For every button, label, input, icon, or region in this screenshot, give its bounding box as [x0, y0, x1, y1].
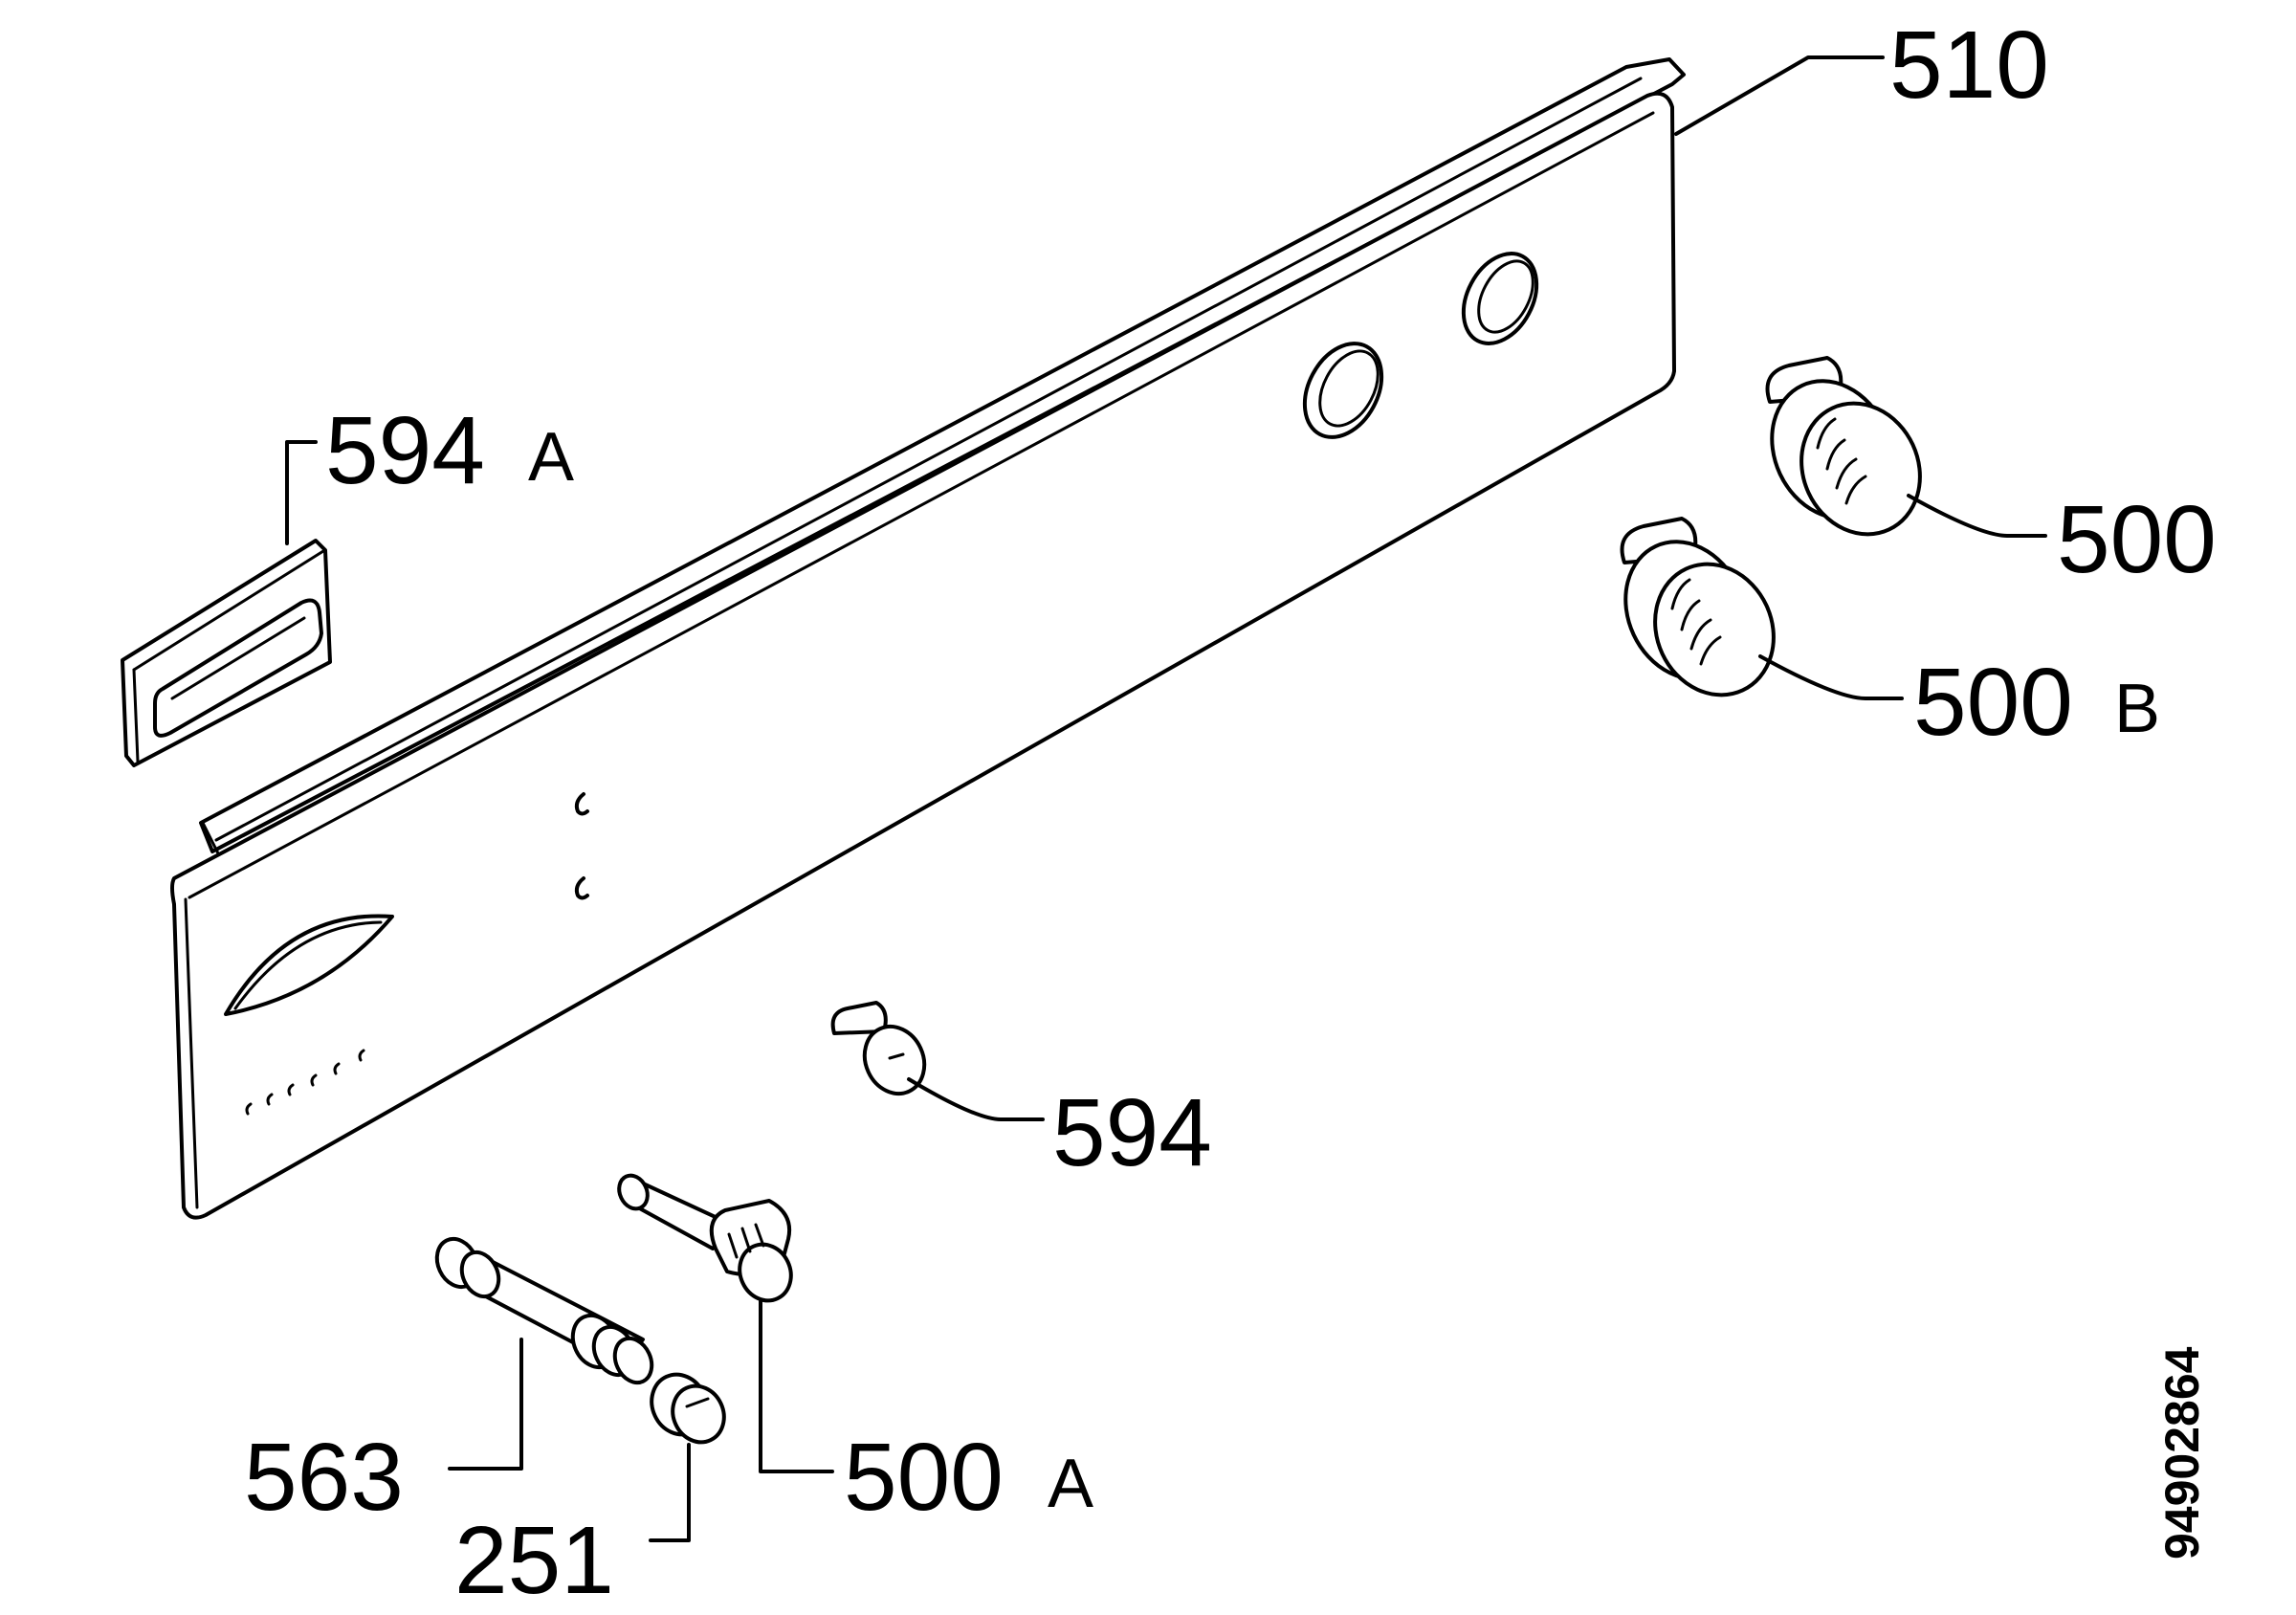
spindle	[434, 1236, 654, 1385]
callout-594a-number: 594	[325, 397, 485, 504]
callout-251: 251	[454, 1507, 614, 1614]
leader-500a	[759, 1299, 834, 1473]
leader-510	[1674, 55, 1885, 136]
callout-500a: 500 A	[844, 1424, 1093, 1531]
callout-500a-suffix: A	[1048, 1446, 1093, 1522]
control-knob-upper	[1765, 356, 1922, 537]
callout-594: 594	[1052, 1079, 1212, 1186]
leader-500	[1907, 494, 2047, 538]
leader-594a	[285, 440, 318, 545]
leader-251	[649, 1443, 691, 1542]
callout-594a: 594 A	[325, 397, 574, 504]
indicator-cap	[830, 1001, 927, 1096]
leader-500b	[1758, 654, 1904, 700]
callout-510-number: 510	[1889, 11, 2049, 119]
control-panel	[170, 57, 1686, 1220]
callout-500a-number: 500	[844, 1424, 1004, 1531]
control-knob-lower	[1620, 517, 1776, 697]
callout-500: 500	[2057, 486, 2217, 593]
leader-563	[448, 1338, 523, 1471]
callout-563: 563	[244, 1424, 404, 1531]
callout-594-number: 594	[1052, 1079, 1212, 1186]
end-cap	[650, 1372, 726, 1445]
callout-594a-suffix: A	[528, 419, 574, 496]
leader-lines	[285, 55, 2047, 1542]
callout-510: 510	[1889, 11, 2049, 119]
callout-563-number: 563	[244, 1424, 404, 1531]
callout-500b-suffix: B	[2114, 671, 2160, 747]
callout-500b-number: 500	[1913, 649, 2073, 756]
panel-clip	[121, 539, 332, 767]
callout-500-number: 500	[2057, 486, 2217, 593]
callout-500b: 500 B	[1913, 649, 2160, 756]
callout-251-number: 251	[454, 1507, 614, 1614]
knob-shaft	[617, 1173, 793, 1303]
drawing-code: 94902864	[2155, 1346, 2209, 1560]
leader-594	[907, 1077, 1045, 1121]
